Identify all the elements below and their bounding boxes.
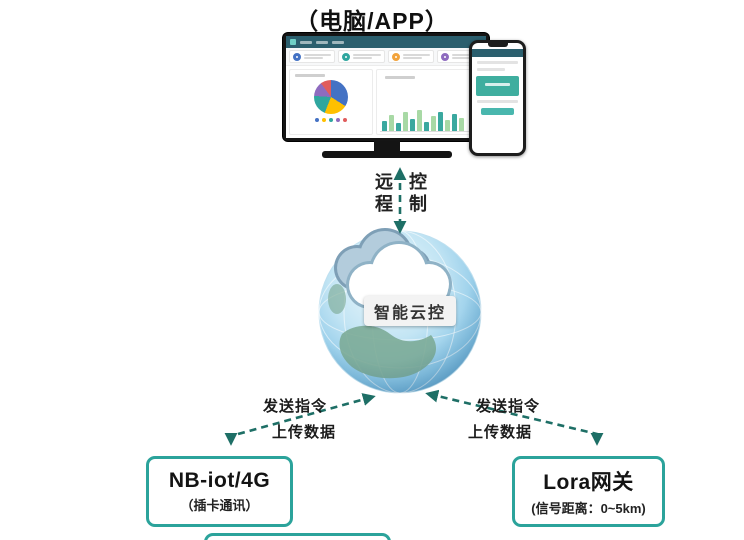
phone-card-line <box>484 83 511 86</box>
mini-bar <box>438 112 443 131</box>
nb-iot-node-title: NB-iot/4G <box>168 469 271 492</box>
panel-title-placeholder <box>385 76 415 79</box>
mini-pie-chart <box>314 80 348 114</box>
left-upload-data-label: 上传数据 <box>272 424 337 441</box>
monitor-stand-base <box>322 151 452 158</box>
pie-chart-panel <box>289 69 373 135</box>
phone-text-line <box>477 61 518 64</box>
phone-text-line <box>477 100 518 103</box>
dashboard-screen <box>286 36 486 138</box>
mini-bar <box>452 114 457 131</box>
mini-stat-card <box>338 50 385 63</box>
mini-bar <box>445 120 450 131</box>
dashboard-menu-item <box>316 40 328 44</box>
mini-bar <box>403 112 408 131</box>
mini-bar <box>424 122 429 131</box>
control-label: 控制 <box>409 172 427 214</box>
mini-bar <box>389 115 394 131</box>
mini-bar <box>410 119 415 131</box>
phone-text-line <box>477 68 506 71</box>
cloud-control-label: 智能云控 <box>364 296 457 326</box>
phone-action-button-graphic <box>481 108 514 115</box>
nb-iot-node-subtitle: （插卡通讯） <box>180 498 259 513</box>
lora-gateway-node: Lora网关 (信号距离：0~5km) <box>512 456 665 527</box>
dashboard-logo-icon <box>290 39 296 45</box>
mini-bar <box>382 121 387 131</box>
dashboard-menu-item <box>332 40 344 44</box>
dashboard-charts-row <box>286 66 486 138</box>
desktop-monitor-graphic <box>283 33 489 141</box>
right-upload-data-label: 上传数据 <box>468 424 533 441</box>
panel-title-placeholder <box>295 74 325 77</box>
mini-bar <box>417 110 422 131</box>
mini-stat-card <box>289 50 336 63</box>
mini-stat-card <box>387 50 434 63</box>
phone-notch <box>487 43 508 47</box>
phone-teal-card <box>476 76 519 96</box>
partial-bottom-node <box>204 533 391 540</box>
bar-chart-panel <box>376 69 483 135</box>
mini-bar-chart <box>380 81 479 132</box>
left-send-command-label: 发送指令 <box>263 398 328 415</box>
phone-header-bar <box>472 49 523 57</box>
nb-iot-node: NB-iot/4G （插卡通讯） <box>146 456 293 527</box>
monitor-stand-neck <box>374 141 400 152</box>
mini-stat-row <box>286 48 486 66</box>
dashboard-header-bar <box>286 36 486 48</box>
mini-bar <box>396 123 401 131</box>
mini-bar <box>431 116 436 131</box>
mini-pie-legend <box>315 118 347 122</box>
phone-screen <box>472 43 523 153</box>
right-send-command-label: 发送指令 <box>476 398 541 415</box>
lora-node-title: Lora网关 <box>543 471 634 494</box>
dashboard-menu-item <box>300 40 312 44</box>
lora-node-subtitle: (信号距离：0~5km) <box>531 501 646 516</box>
remote-label: 远程 <box>375 172 393 214</box>
page-title: （电脑/APP） <box>295 8 449 34</box>
smartphone-graphic <box>469 40 526 156</box>
mini-bar <box>459 118 464 131</box>
globe-landmass <box>339 325 437 379</box>
